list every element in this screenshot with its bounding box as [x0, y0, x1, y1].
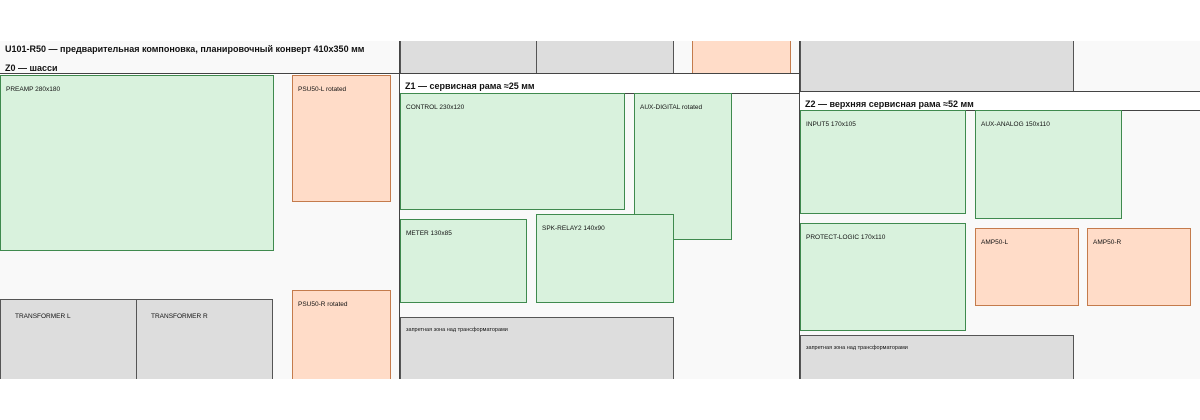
block-psu50-l-label: PSU50-L rotated — [298, 86, 347, 93]
block-amp50-l-label: AMP50-L — [981, 239, 1009, 246]
block-control[interactable]: CONTROL 230x120 — [400, 93, 625, 210]
block-transformer-l[interactable]: TRANSFORMER L — [0, 299, 137, 379]
block-spk-relay2[interactable]: SPK-RELAY2 140x90 — [536, 214, 674, 303]
block-preamp-label: PREAMP 280x180 — [6, 86, 61, 93]
block-prev-gray-wide — [800, 41, 1074, 92]
block-amp50-r[interactable]: AMP50-R — [1087, 228, 1191, 306]
panel-divider-2 — [799, 41, 800, 379]
block-transformer-r-label: TRANSFORMER R — [151, 313, 208, 320]
zone-z1-title: Z1 — сервисная рама ≈25 мм — [405, 81, 535, 91]
block-transformer-l-label: TRANSFORMER L — [15, 313, 71, 320]
zone-z2-title: Z2 — верхняя сервисная рама ≈52 мм — [805, 99, 974, 109]
block-psu50-l[interactable]: PSU50-L rotated — [292, 75, 391, 202]
zone-z0-title: Z0 — шасси — [5, 63, 58, 73]
keepout-zone-z2: запретная зона над трансформаторами — [800, 335, 1074, 379]
block-psu50-r-label: PSU50-R rotated — [298, 301, 348, 308]
block-spk-relay2-label: SPK-RELAY2 140x90 — [542, 225, 605, 232]
keepout-zone-z1-label: запретная зона над трансформаторами — [406, 327, 508, 333]
panel-divider-1 — [399, 41, 400, 379]
page-title: U101-R50 — предварительная компоновка, п… — [5, 44, 365, 54]
block-protect-logic[interactable]: PROTECT-LOGIC 170x110 — [800, 223, 966, 331]
block-amp50-l[interactable]: AMP50-L — [975, 228, 1079, 306]
block-aux-analog[interactable]: AUX-ANALOG 150x110 — [975, 110, 1122, 219]
block-prev-orange — [692, 41, 791, 74]
zone-z0-header-line — [0, 73, 400, 75]
block-input5-label: INPUT5 170x105 — [806, 121, 856, 128]
block-amp50-r-label: AMP50-R — [1093, 239, 1122, 246]
block-prev-gray-1 — [400, 41, 537, 74]
block-aux-analog-label: AUX-ANALOG 150x110 — [981, 121, 1050, 128]
keepout-zone-z2-label: запретная зона над трансформаторами — [806, 345, 908, 351]
block-input5[interactable]: INPUT5 170x105 — [800, 110, 966, 214]
keepout-zone-z1: запретная зона над трансформаторами — [400, 317, 674, 379]
zone-z1-panel: CONTROL 230x120 AUX-DIGITAL rotated METE… — [400, 41, 800, 379]
block-aux-digital-label: AUX-DIGITAL rotated — [640, 104, 703, 111]
block-prev-gray-2 — [536, 41, 674, 74]
block-psu50-r[interactable]: PSU50-R rotated — [292, 290, 391, 379]
block-meter-label: METER 130x85 — [406, 230, 452, 237]
block-preamp[interactable]: PREAMP 280x180 — [0, 75, 274, 251]
block-protect-logic-label: PROTECT-LOGIC 170x110 — [806, 234, 886, 241]
block-control-label: CONTROL 230x120 — [406, 104, 465, 111]
block-transformer-r[interactable]: TRANSFORMER R — [136, 299, 273, 379]
zone-z2-panel: INPUT5 170x105 AUX-ANALOG 150x110 PROTEC… — [800, 41, 1200, 379]
block-meter[interactable]: METER 130x85 — [400, 219, 527, 303]
zone-z0-panel: PREAMP 280x180 PSU50-L rotated TRANSFORM… — [0, 41, 400, 379]
